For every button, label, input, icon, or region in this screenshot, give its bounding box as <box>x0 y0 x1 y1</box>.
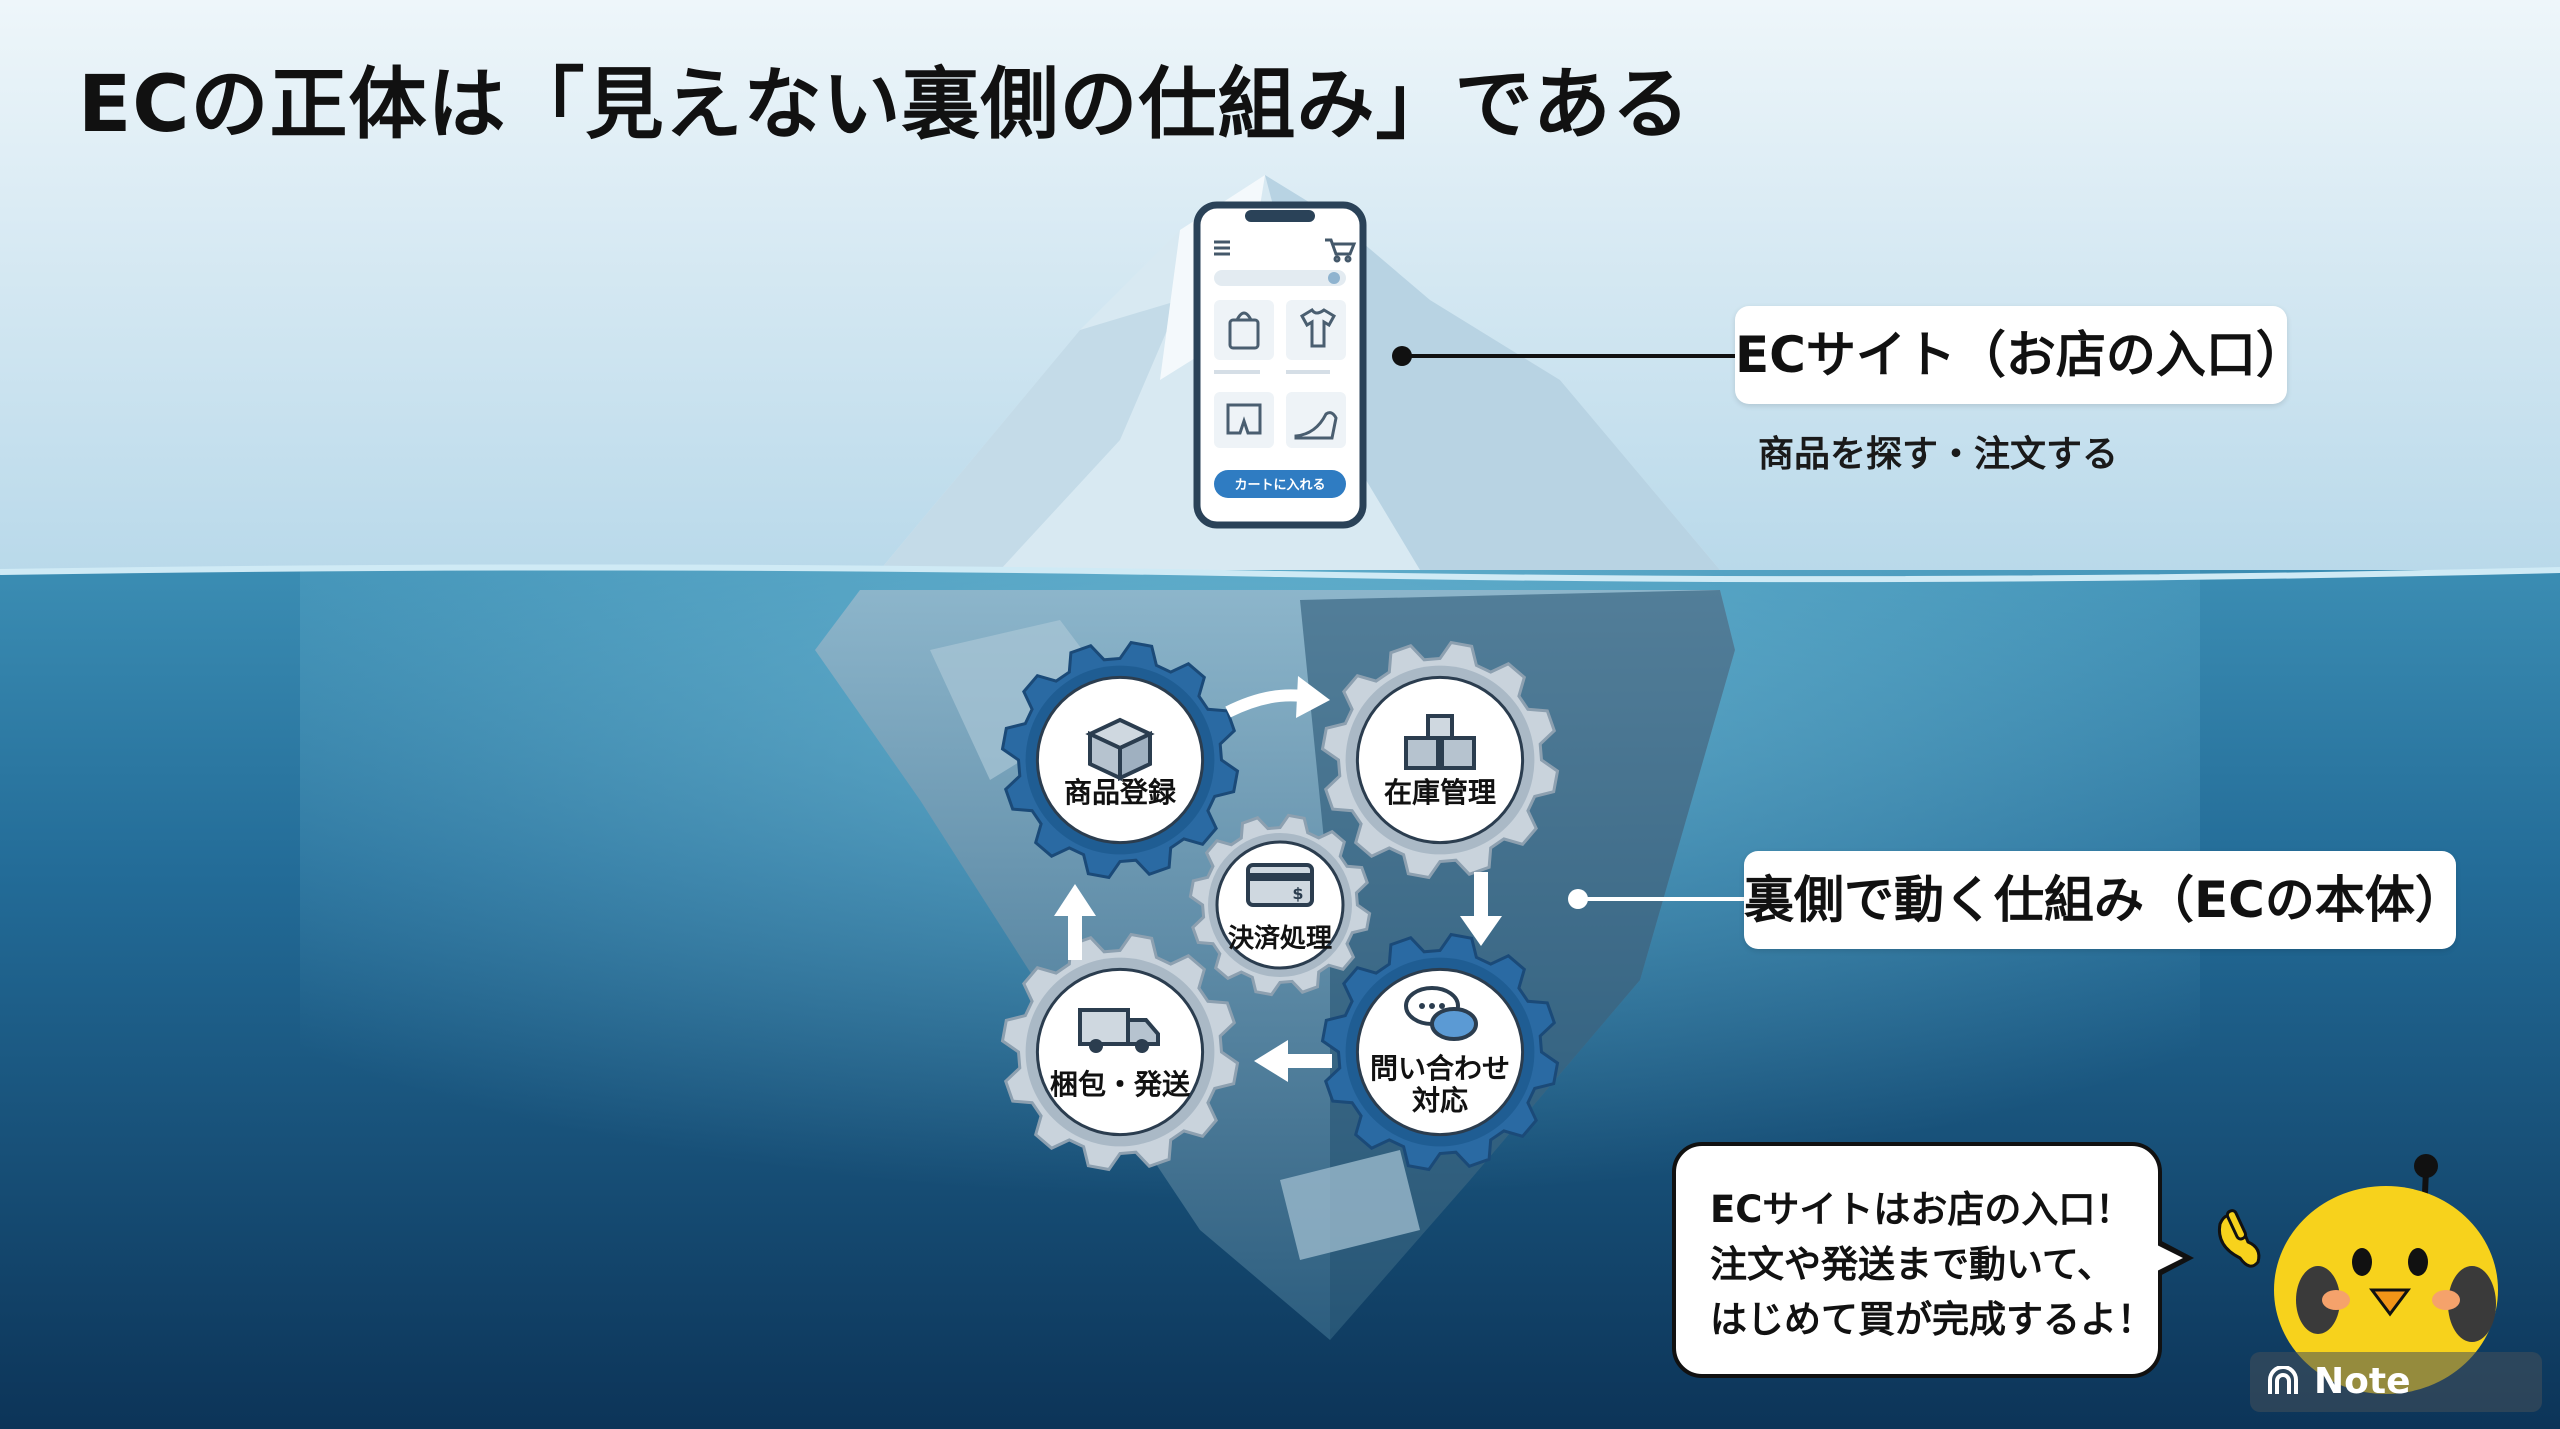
speech-line: ECサイトはお店の入口！ <box>1710 1188 2133 1231</box>
speech-bubble-tail-fill <box>2151 1242 2183 1274</box>
gear-label: 在庫管理 <box>1384 776 1496 809</box>
heel-icon <box>1294 411 1338 440</box>
shorts-icon <box>1226 403 1262 435</box>
waterline <box>0 564 2560 583</box>
gear-label: 決済処理 <box>1228 923 1332 954</box>
page-title: ECの正体は「見えない裏側の仕組み」である <box>78 60 1691 150</box>
arrow-shipping-to-register <box>1054 884 1096 960</box>
add-to-cart-button[interactable] <box>1214 470 1346 498</box>
svg-text:$: $ <box>1292 884 1303 903</box>
gear-label: 商品登録 <box>1064 776 1177 809</box>
tshirt-icon <box>1299 307 1337 348</box>
search-bar <box>1214 270 1346 286</box>
chat-bubbles-icon <box>1404 986 1478 1041</box>
note-logo-icon <box>2268 1366 2298 1394</box>
gear-5: 梱包・発送 <box>1000 932 1240 1172</box>
backend-label: 裏側で動く仕組み（ECの本体） <box>1744 851 2465 949</box>
arrow-inquiry-to-shipping <box>1254 1040 1332 1082</box>
site-connector-dot <box>1392 346 1412 366</box>
note-watermark: Note <box>2250 1352 2542 1412</box>
note-watermark-text: Note <box>2314 1361 2411 1402</box>
stacked-boxes-icon <box>1404 714 1476 770</box>
speech-line: はじめて買が完成するよ！ <box>1710 1298 2154 1341</box>
cart-icon <box>1325 238 1357 263</box>
speech-bubble: ECサイトはお店の入口！ 注文や発送まで動いて、 はじめて買が完成するよ！ <box>1672 1142 2162 1378</box>
smartphone-mockup: カートに入れる <box>1193 201 1367 529</box>
ec-site-label: ECサイト（お店の入口） <box>1735 306 2306 404</box>
ec-site-sublabel: 商品を探す・注文する <box>1758 434 2119 475</box>
backend-connector-dot <box>1568 889 1588 909</box>
flow-arrows <box>1054 676 1502 1082</box>
speech-line: 注文や発送まで動いて、 <box>1710 1243 2115 1286</box>
gear-label: 梱包・発送 <box>1050 1068 1190 1101</box>
gear-1: 商品登録 <box>1000 640 1240 880</box>
mascot-chick <box>2217 1154 2498 1394</box>
gear-2: 在庫管理 <box>1320 640 1560 880</box>
box-icon <box>1085 717 1155 782</box>
arrow-stock-to-inquiry <box>1460 872 1502 946</box>
add-to-cart-label: カートに入れる <box>1234 478 1325 493</box>
gear-label: 問い合わせ <box>1370 1052 1510 1085</box>
bag-icon <box>1228 311 1260 350</box>
menu-icon <box>1214 240 1230 256</box>
truck-icon <box>1078 1008 1160 1053</box>
credit-card-icon: $ <box>1246 863 1314 907</box>
gear-label: 対応 <box>1412 1084 1468 1117</box>
arrow-register-to-stock <box>1225 676 1330 718</box>
gear-3: $ 決済処理 <box>1188 813 1372 997</box>
search-icon <box>1328 272 1340 284</box>
process-gears: 商品登録在庫管理$決済処理問い合わせ対応梱包・発送 <box>1000 640 1560 1172</box>
